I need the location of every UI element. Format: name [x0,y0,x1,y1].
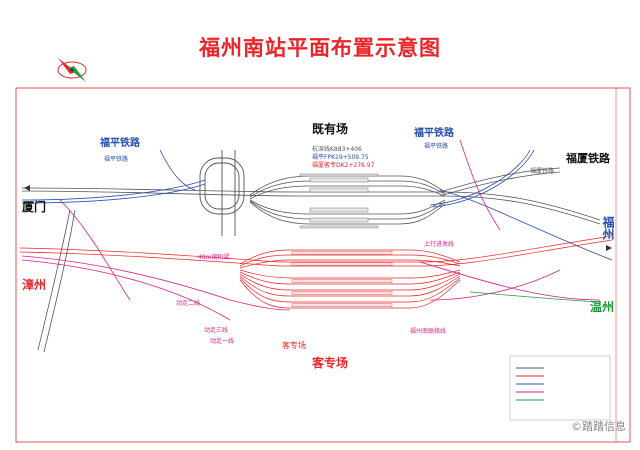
up-approach-line-label: 上行进发线 [424,241,455,248]
north-arrow-icon [57,58,87,82]
frame-border [15,87,631,443]
existing-platforms [299,173,379,229]
green-lines [469,291,601,303]
city-wenzhou: 温州 [590,300,615,314]
city-zhangzhou: 漳州 [22,278,47,292]
bridge-48m-label: 48m钢桁梁 [198,254,230,261]
existing-yard-label: 既有场 [312,122,349,136]
fuping-railway-left: 福平铁路 [100,138,140,149]
emu-line-3-label: 动走三线 [204,327,229,334]
legend-box [509,355,611,421]
fuping-mileage-label: 福平FPK19+509.75 [312,154,369,161]
existing-yard-tracks [21,167,601,225]
existing-loop-track [199,150,245,236]
city-fuzhou: 福州 [601,216,615,240]
fuxia-mileage-label: 福厦客专DK2+276.97 [312,162,375,169]
fuping-railway-right: 福平铁路 [414,128,454,139]
fuzhou-south-link-label: 福州南联络线 [410,328,447,335]
arrow-right-icon [606,245,612,251]
fuping-railway-right-small: 福平铁路 [424,143,449,150]
page-title: 福州南站平面布置示意图 [199,36,441,60]
southwest-curves [37,209,76,353]
fuping-railway-lines [21,149,613,261]
link-lines-magenta [21,139,601,321]
arrow-left-icon [24,185,30,191]
fuxia-railway: 福厦铁路 [566,152,610,165]
watermark: ©踏踏信息 [571,420,626,433]
city-xiamen: 厦门 [22,200,47,214]
passenger-yard-tracks [19,235,613,309]
fuxia-railway-small: 福厦铁路 [530,168,555,175]
passenger-yard-label-small: 客专场 [282,341,306,350]
emu-line-1-label: 动走一线 [210,338,235,345]
fuping-railway-left-small: 福平铁路 [104,156,129,163]
hang-shen-line-label: 杭深线K883+406 [312,146,362,153]
direction-arrows [24,185,612,251]
passenger-yard-label: 客专场 [312,356,349,370]
passenger-platforms [291,251,393,307]
emu-line-2-label: 动走二线 [176,300,201,307]
